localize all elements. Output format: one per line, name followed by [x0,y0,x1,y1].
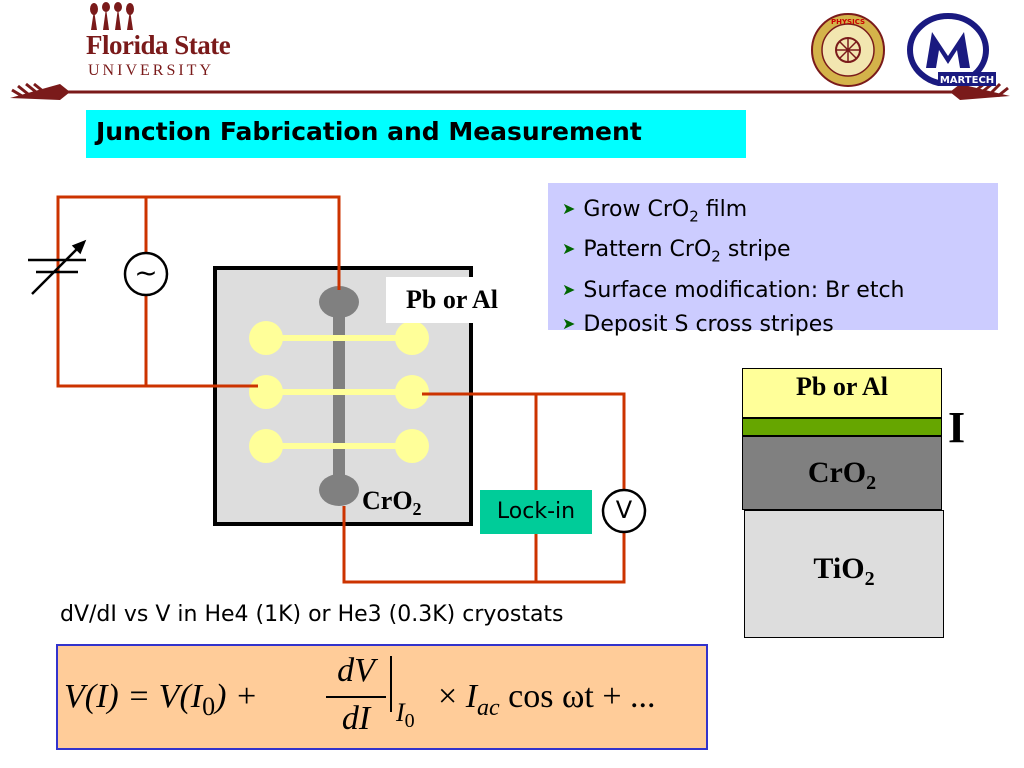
evaluation-point: I0 [396,698,415,733]
step-item: ➤ Deposit S cross stripes [562,308,998,342]
cro2-film-label: CrO2 [362,486,422,520]
feather-left-icon [10,82,70,100]
martech-label: MARTECH [940,75,994,86]
feather-right-icon [950,82,1010,100]
cro2-sub: 2 [866,472,877,494]
barrier-label: I [948,403,966,452]
tio2-text: TiO [813,552,865,585]
layer-tio2 [744,510,944,638]
step-item: ➤ Pattern CrO2 stripe [562,233,998,273]
process-steps-panel: ➤Grow CrO2 film ➤Pattern CrO2 stripe ➤Su… [548,183,998,337]
university-name: Florida State [86,30,231,60]
ac-source-icon [123,251,169,297]
equation: V(I) = V(I0) + dV dI I0 × Iac cos ωt + .… [64,652,704,746]
equation-numerator: dV [337,652,375,689]
step-sub: 2 [711,247,721,266]
step-text-tail: stripe [720,237,791,263]
times-symbol: × [438,678,458,715]
layer-pb-al-label: Pb or Al [796,372,888,401]
ac-source-symbol: ~ [134,256,158,289]
equation-tail: cos ωt + ... [508,678,656,715]
current-sub: ac [477,694,500,721]
fsu-logo [86,2,256,82]
equation-lhs-text: V(I) = V(I [64,678,203,715]
step-text: Pattern CrO [583,237,712,263]
layer-tio2-label: TiO2 [744,552,944,591]
step-text: Grow CrO [583,197,690,222]
layer-cro2-label: CrO2 [742,456,942,495]
fraction-bar [326,696,386,698]
step-item: ➤ Grow CrO2 film [562,193,998,233]
stripe-bottom-pad [319,474,359,506]
arrow-bullet-icon: ➤ [562,313,576,333]
current-symbol: I [465,678,478,715]
tio2-sub: 2 [864,568,875,590]
wires [56,195,626,584]
equation-denominator: dI [341,700,371,737]
header-rule [10,82,1010,100]
variable-source-icon [28,239,87,295]
layer-insulator [742,418,942,436]
voltmeter-symbol: V [615,496,633,524]
physics-label: PHYSICS [831,18,865,26]
step-item: ➤ Surface modification: Br etch [562,274,998,308]
layer-cro2 [742,436,942,510]
step-sub: 2 [689,207,699,226]
stripe-top-pad [319,286,359,318]
martech-logo-icon: MARTECH [904,12,998,87]
arrow-bullet-icon: ➤ [562,279,576,299]
layer-pb-al [742,368,942,418]
step-text: Surface modification: Br etch [583,277,905,303]
equation-lhs-close: ) + [215,678,258,715]
arrow-bullet-icon: ➤ [562,199,576,218]
step-text: Deposit S cross stripes [583,311,834,337]
cro2-film-sub: 2 [412,499,422,520]
eval-sub: 0 [404,710,415,733]
process-steps-list: ➤Grow CrO2 film ➤Pattern CrO2 stripe ➤Su… [548,183,998,342]
title-background [86,110,746,158]
physics-seal-icon: PHYSICS [810,12,886,88]
university-subtitle: UNIVERSITY [88,62,214,79]
step-text-tail: film [698,197,748,222]
evaluation-bar [390,656,392,712]
cro2-film-text: CrO [362,486,413,515]
measurement-caption: dV/dI vs V in He4 (1K) or He3 (0.3K) cry… [60,602,564,627]
arrow-bullet-icon: ➤ [562,239,576,259]
equation-lhs: V(I) = V(I0) + [64,678,258,722]
slide-title: Junction Fabrication and Measurement [96,117,642,146]
torch-icon [90,2,134,30]
voltmeter-icon [601,488,647,534]
cro2-text: CrO [807,456,867,489]
lockin-amplifier: Lock-in [480,490,592,534]
eval-symbol: I [396,698,405,727]
equation-rhs: × Iac cos ωt + ... [438,678,656,722]
equation-lhs-sub: 0 [202,691,216,721]
top-electrode-label: Pb or Al [386,277,518,323]
cross-stripes [249,321,429,463]
